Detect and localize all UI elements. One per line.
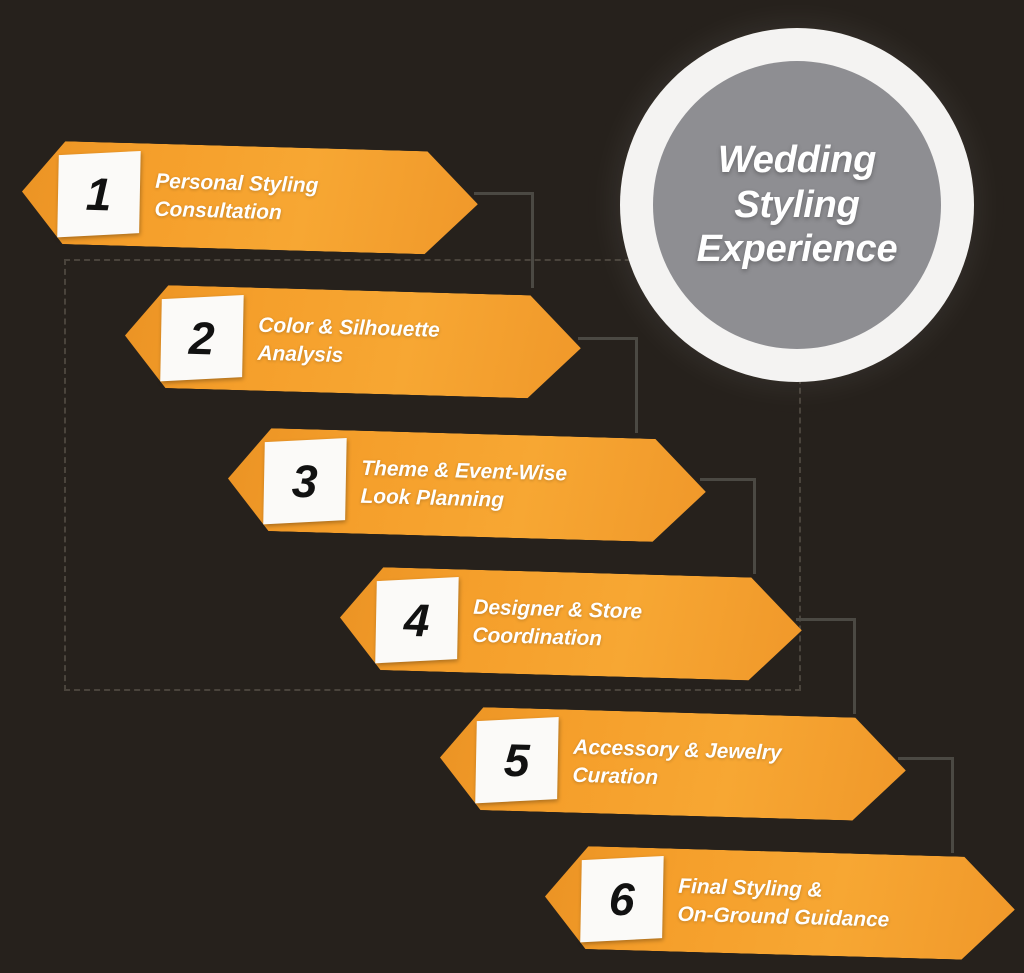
- step-number-badge: 2: [160, 294, 244, 382]
- connector-horizontal-segment: [700, 478, 756, 481]
- connector-vertical-segment: [531, 192, 534, 288]
- step-text-wrap: Accessory & Jewelry Curation: [572, 710, 783, 819]
- step-label: Designer & Store Coordination: [472, 595, 643, 650]
- step-number-badge: 1: [57, 150, 141, 238]
- connector-vertical-segment: [853, 618, 856, 714]
- step-number-label: 5: [503, 733, 531, 787]
- step-banner-3[interactable]: 3 Theme & Event-Wise Look Planning: [227, 427, 708, 543]
- step-number-label: 3: [291, 454, 319, 508]
- hero-circle: Wedding Styling Experience: [620, 28, 974, 382]
- step-banner-1[interactable]: 1 Personal Styling Consultation: [21, 140, 480, 256]
- hero-circle-disc: Wedding Styling Experience: [653, 61, 941, 349]
- step-text-wrap: Designer & Store Coordination: [472, 570, 644, 678]
- step-text-wrap: Personal Styling Consultation: [154, 144, 320, 252]
- step-number-badge: 4: [375, 576, 459, 664]
- step-label: Theme & Event-Wise Look Planning: [360, 456, 568, 512]
- step-text-wrap: Theme & Event-Wise Look Planning: [360, 431, 569, 540]
- step-number-badge: 5: [475, 716, 559, 804]
- step-label: Color & Silhouette Analysis: [257, 313, 440, 367]
- step-label: Final Styling & On-Ground Guidance: [677, 874, 890, 932]
- dashed-frame: [64, 259, 801, 691]
- connector-horizontal-segment: [474, 192, 534, 195]
- connector-vertical-segment: [951, 757, 954, 853]
- step-number-label: 2: [188, 311, 216, 365]
- step-text-wrap: Color & Silhouette Analysis: [257, 288, 441, 396]
- connector-horizontal-segment: [898, 757, 954, 760]
- step-number-badge: 6: [580, 855, 664, 943]
- connector-vertical-segment: [635, 337, 638, 433]
- connector-vertical-segment: [753, 478, 756, 574]
- connector-horizontal-segment: [578, 337, 638, 340]
- step-number-label: 6: [608, 872, 636, 926]
- step-number-badge: 3: [263, 437, 347, 525]
- step-label: Personal Styling Consultation: [154, 169, 319, 224]
- step-banner-2[interactable]: 2 Color & Silhouette Analysis: [124, 284, 583, 400]
- hero-title: Wedding Styling Experience: [696, 138, 898, 271]
- step-banner-4[interactable]: 4 Designer & Store Coordination: [339, 566, 804, 682]
- step-number-label: 4: [403, 593, 431, 647]
- step-text-wrap: Final Styling & On-Ground Guidance: [677, 849, 891, 958]
- step-banner-6[interactable]: 6 Final Styling & On-Ground Guidance: [544, 845, 1017, 961]
- step-label: Accessory & Jewelry Curation: [572, 735, 782, 789]
- step-number-label: 1: [85, 167, 113, 221]
- step-banner-5[interactable]: 5 Accessory & Jewelry Curation: [439, 706, 908, 822]
- connector-horizontal-segment: [796, 618, 856, 621]
